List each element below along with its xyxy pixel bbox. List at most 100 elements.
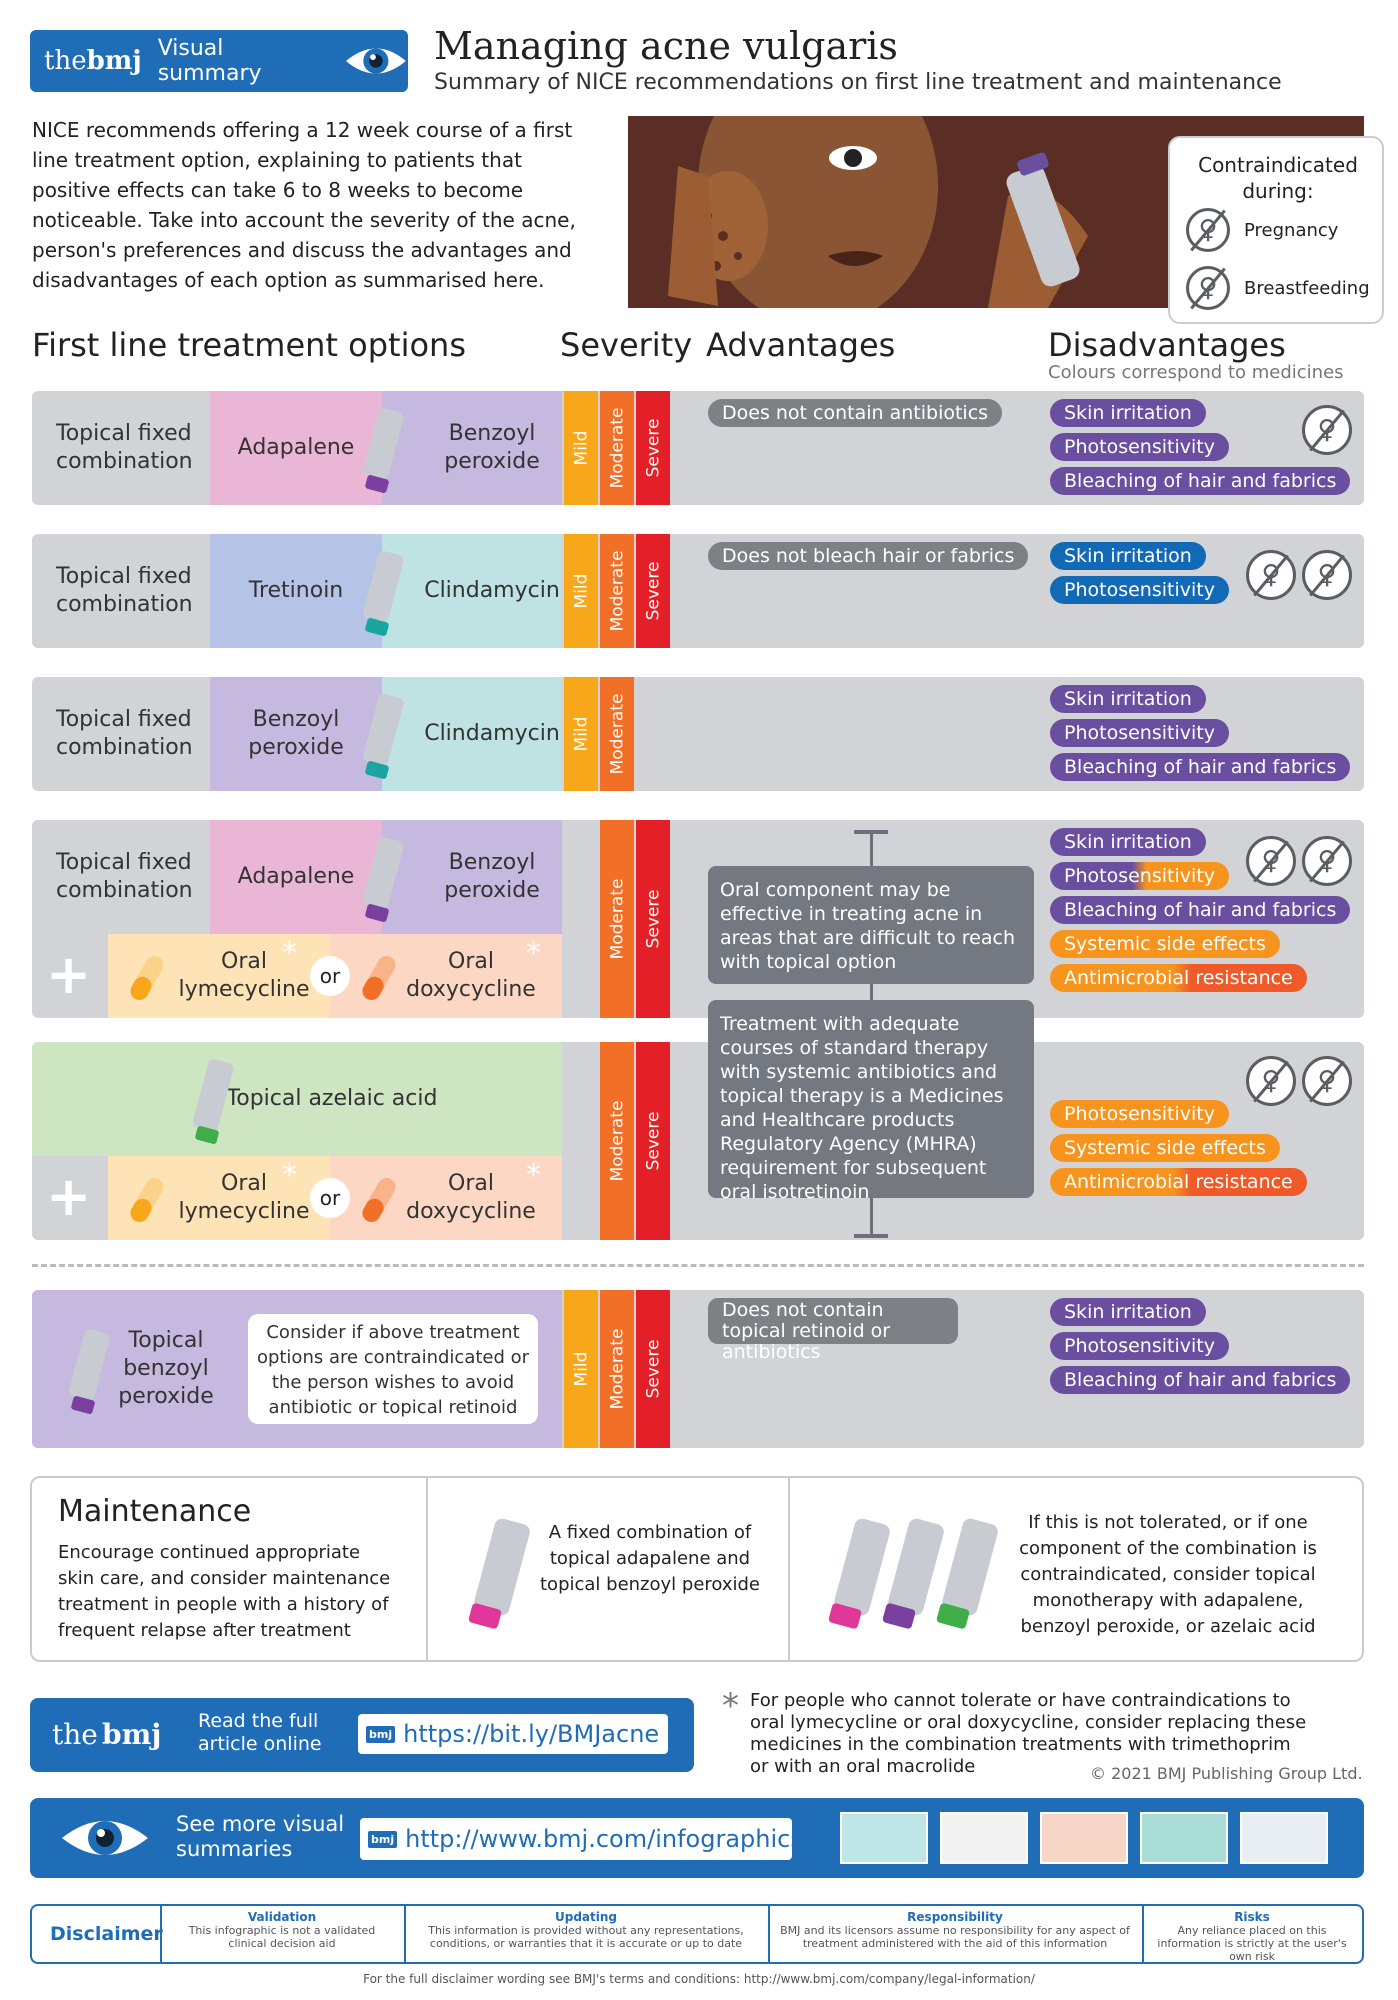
severity-mild: Mild (564, 391, 598, 505)
disclaimer-item-title: Updating (554, 1910, 617, 1924)
tube-icon (468, 1518, 530, 1629)
severity-mild: Mild (564, 677, 598, 791)
footnote-text: For people who cannot tolerate or have c… (750, 1690, 1307, 1777)
bmj-tag: bmj (368, 1830, 398, 1848)
severity-mild: Mild (564, 1290, 598, 1448)
disadvantage-pill: Bleaching of hair and fabrics (1050, 467, 1351, 495)
disclaimer-item: Risks Any reliance placed on this inform… (1152, 1910, 1352, 1963)
disadvantage-pill: Bleaching of hair and fabrics (1050, 753, 1351, 781)
disclaimer-item-text: BMJ and its licensors assume no responsi… (780, 1924, 1130, 1950)
thumb-3[interactable] (1040, 1812, 1128, 1864)
capsule-icon (362, 956, 396, 1000)
capsule-icon (130, 956, 164, 1000)
page-subtitle: Summary of NICE recommendations on first… (434, 70, 1282, 95)
disadvantage-pill: Antimicrobial resistance (1050, 964, 1307, 992)
divider (32, 1264, 1364, 1267)
tube-icon (362, 694, 404, 779)
disadvantage-pill: Photosensitivity (1050, 862, 1229, 890)
advantage-pill: Does not bleach hair or fabrics (708, 542, 1029, 570)
brand-the: the (52, 1718, 98, 1751)
disclaimer-item-title: Risks (1234, 1910, 1270, 1924)
severity-severe: Severe (636, 1042, 670, 1240)
tube-icon (68, 1329, 110, 1414)
footnote-asterisk: * (722, 1686, 739, 1726)
disadvantage-pill: Antimicrobial resistance (1050, 1168, 1307, 1196)
disclaimer-item: Updating This information is provided wi… (416, 1910, 756, 1950)
tube-icon (362, 837, 404, 922)
treatment-row-1: Topical fixed combination Adapalene Benz… (32, 391, 1364, 505)
disclaimer-box: Disclaimer Validation This infographic i… (30, 1904, 1364, 1964)
bmj-tag: bmj (366, 1725, 396, 1743)
azelaic-label: Topical azelaic acid (32, 1042, 562, 1156)
disadvantage-pill: Photosensitivity (1050, 719, 1229, 747)
maintenance-box (30, 1476, 1364, 1662)
pregnancy-crossed-icon: ♀ (1246, 1056, 1296, 1106)
disclaimer-item-text: This information is provided without any… (428, 1924, 744, 1950)
heading-options: First line treatment options (32, 326, 466, 364)
oral-left: Oral lymecycline (108, 934, 330, 1018)
treatment-row-2: Topical fixed combination Tretinoin Clin… (32, 534, 1364, 648)
disadvantage-pill: Systemic side effects (1050, 1134, 1280, 1162)
disadvantage-pill: Photosensitivity (1050, 1332, 1229, 1360)
maintenance-title: Maintenance (58, 1494, 252, 1529)
drug-right: Benzoyl peroxide (382, 391, 562, 505)
infographics-link[interactable]: bmj http://www.bmj.com/infographics (360, 1818, 803, 1860)
eye-icon (346, 48, 407, 74)
asterisk-icon: * (282, 1158, 297, 1193)
oral-right: Oral doxycycline (330, 1156, 562, 1240)
thumb-4[interactable] (1140, 1812, 1228, 1864)
asterisk-icon: * (526, 936, 541, 971)
disclaimer-item-title: Responsibility (907, 1910, 1003, 1924)
tube-icon (882, 1518, 944, 1629)
row-label: Topical fixed combination (56, 850, 193, 903)
disclaimer-item-title: Validation (247, 1910, 317, 1924)
treatment-row-bp: Topical benzoyl peroxide Consider if abo… (32, 1290, 1364, 1448)
legal-text: For the full disclaimer wording see BMJ'… (363, 1972, 1035, 1986)
treatment-row-5: Topical azelaic acid + Oral lymecycline … (32, 1042, 1364, 1240)
disadvantage-pill: Skin irritation (1050, 828, 1206, 856)
plus-icon: + (46, 943, 92, 1006)
bracket-cap-bottom (854, 1234, 888, 1238)
thumb-5[interactable] (1240, 1812, 1328, 1864)
disclaimer-sep (768, 1906, 770, 1962)
row-label: Topical fixed combination (56, 707, 193, 760)
pregnancy-crossed-icon: ♀ (1246, 836, 1296, 886)
severity-moderate: Moderate (600, 1290, 634, 1448)
drug-right: Benzoyl peroxide (382, 820, 562, 934)
severity-severe: Severe (636, 391, 670, 505)
or-label: or (310, 1178, 350, 1218)
capsule-icon (362, 1178, 396, 1222)
breastfeeding-crossed-icon: ♀ (1186, 266, 1230, 310)
article-url[interactable]: https://bit.ly/BMJacne (403, 1720, 660, 1748)
maintenance-middle: A fixed combination of topical adapalene… (540, 1522, 761, 1595)
copyright: © 2021 BMJ Publishing Group Ltd. (1090, 1764, 1363, 1783)
breastfeeding-crossed-icon: ♀ (1302, 550, 1352, 600)
heading-disadvantages: Disadvantages (1048, 326, 1286, 364)
eye-icon (62, 1821, 148, 1855)
oral-right: Oral doxycycline (330, 934, 562, 1018)
disclaimer-sep (160, 1906, 162, 1962)
treatment-row-3: Topical fixed combination Benzoyl peroxi… (32, 677, 1364, 791)
maintenance-sep-2 (788, 1478, 790, 1660)
brand-bmj: bmj (86, 46, 142, 76)
thumb-2[interactable] (940, 1812, 1028, 1864)
disadvantage-pill: Photosensitivity (1050, 433, 1229, 461)
article-link[interactable]: bmj https://bit.ly/BMJacne (358, 1714, 668, 1754)
heading-advantages: Advantages (706, 326, 896, 364)
severity-mild: Mild (564, 534, 598, 648)
read-full-text: Read the full article online (198, 1710, 322, 1755)
bp-note: Consider if above treatment options are … (248, 1314, 538, 1424)
row-label: Topical fixed combination (56, 564, 193, 617)
maintenance-text: Encourage continued appropriate skin car… (58, 1542, 391, 1641)
disclaimer-sep (404, 1906, 406, 1962)
disadvantage-pill: Skin irritation (1050, 542, 1206, 570)
asterisk-icon: * (526, 1158, 541, 1193)
tube-icon (192, 1059, 234, 1144)
advantage-pill: Does not contain topical retinoid or ant… (708, 1298, 958, 1363)
infographics-url[interactable]: http://www.bmj.com/infographics (405, 1825, 803, 1853)
drug-left: Benzoyl peroxide (210, 677, 382, 791)
thumb-1[interactable] (840, 1812, 928, 1864)
bp-label: Topical benzoyl peroxide (118, 1328, 214, 1409)
capsule-icon (130, 1178, 164, 1222)
